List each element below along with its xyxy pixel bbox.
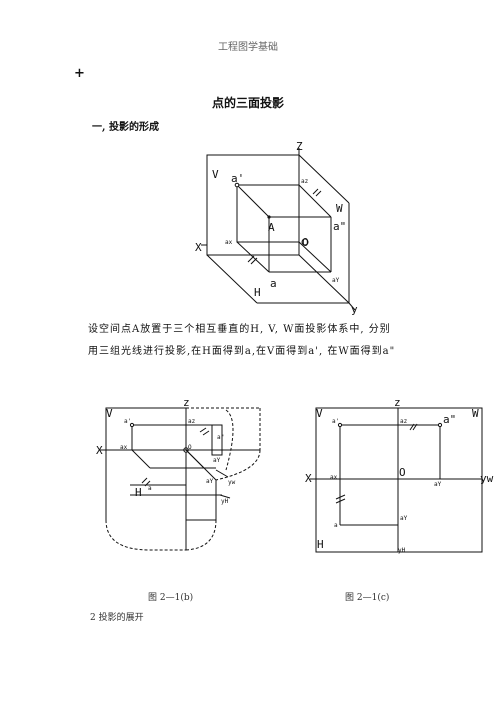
b-label-z: z [183,396,190,409]
c-label-ayw: aY [434,481,442,488]
label-a-prime: a' [231,172,244,185]
b-label-yw: yw [228,479,236,486]
section-heading-1: 一, 投影的形成 [92,122,159,133]
label-v-plane: V [212,168,219,181]
caption-2-1b: 图 2—1(b) [148,593,194,603]
c-label-a-prime: a' [332,418,339,425]
plus-mark: + [74,66,85,81]
label-origin: O [302,236,309,249]
b-label-x: X [96,444,103,457]
label-z: Z [296,140,303,153]
b-label-a-prime: a' [124,418,131,425]
b-label-yh: yH [221,498,229,505]
label-h-plane: H [254,286,261,299]
c-label-yh: yH [398,547,406,554]
c-label-a-dprime: a" [443,413,456,426]
label-x-axis: X [195,241,202,254]
b-label-ay: aY [206,478,214,485]
label-a-dprime: a" [333,220,346,233]
b-label-a-dprime: a" [217,434,224,441]
c-label-origin: O [399,466,406,479]
label-ay: aY [332,277,340,284]
c-label-z: z [394,396,401,409]
b-label-origin: O [188,444,192,451]
c-label-h: H [317,538,324,551]
label-w-plane: W [336,202,343,215]
page-title: 点的三面投影 [211,96,284,110]
c-label-az: az [400,418,408,425]
label-y-axis: y [351,303,358,316]
label-az: az [301,178,309,185]
b-label-az: az [188,418,196,425]
paragraph-line-2: 用三组光线进行投影,在H面得到a,在V面得到a', 在W面得到a" [88,346,396,357]
label-ax: ax [225,239,233,246]
c-label-ax: ax [330,474,338,481]
caption-2-1c: 图 2—1(c) [345,593,390,603]
c-label-yw: yw [480,472,494,485]
b-label-h: H [135,486,142,499]
b-label-ayw: aY [213,457,221,464]
c-label-x: X [305,472,312,485]
b-label-a: a [148,485,152,492]
label-a: a [270,277,277,290]
c-label-w: W [472,407,479,420]
b-label-ax: ax [120,444,128,451]
label-point-a: A [268,221,275,234]
c-label-ay: aY [400,515,408,522]
c-label-a: a [334,522,338,529]
paragraph-line-1: 设空间点A放置于三个相互垂直的H, V, W面投影体系中, 分别 [88,324,391,335]
section-heading-2: 2 投影的展开 [90,613,144,623]
c-label-v: V [316,407,323,420]
page-header: 工程图学基础 [218,42,278,53]
b-label-v: V [106,407,113,420]
